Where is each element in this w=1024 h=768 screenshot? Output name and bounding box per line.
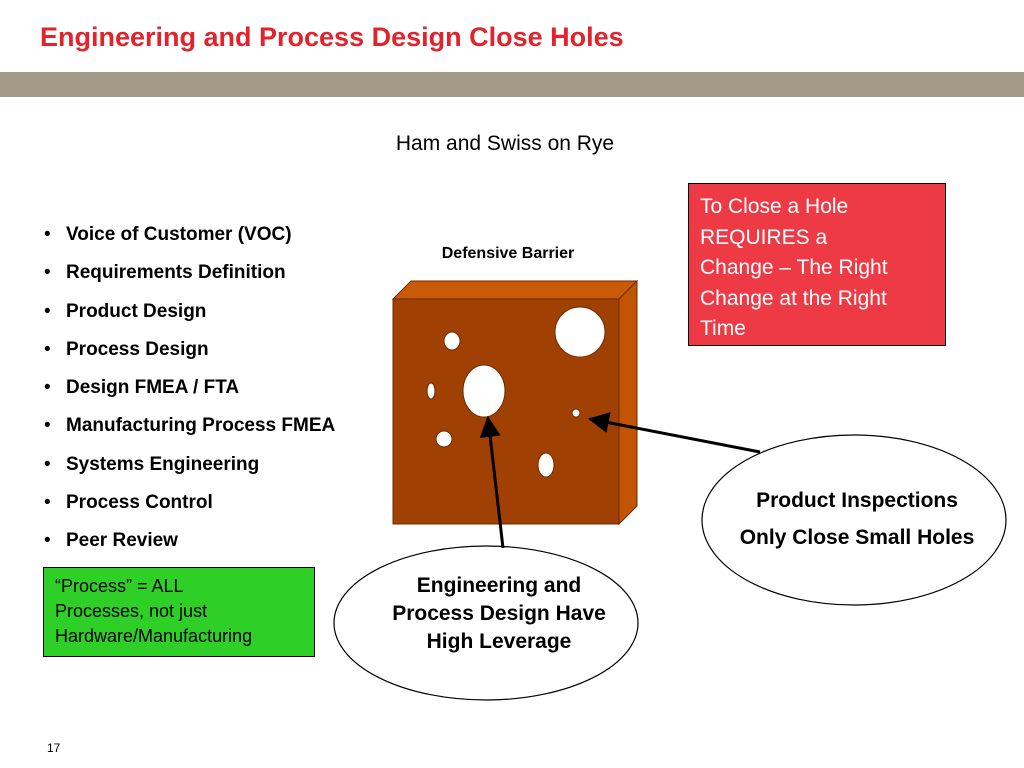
bullet-item: Requirements Definition xyxy=(44,260,335,298)
barrier-hole xyxy=(443,331,461,351)
barrier-hole xyxy=(537,452,555,478)
bullet-list: Voice of Customer (VOC) Requirements Def… xyxy=(44,222,335,567)
title-band xyxy=(0,72,1024,97)
barrier-hole xyxy=(554,306,606,358)
inspection-callout-line: Only Close Small Holes xyxy=(739,526,975,549)
hole-note-line: Change at the Right xyxy=(700,286,887,310)
process-note-line: “Process” = ALL xyxy=(55,576,184,596)
bullet-item: Voice of Customer (VOC) xyxy=(44,222,335,260)
engineering-callout-ellipse xyxy=(333,545,639,701)
barrier-label: Defensive Barrier xyxy=(441,245,575,262)
bullet-item: Manufacturing Process FMEA xyxy=(44,413,335,451)
inspection-callout-ellipse xyxy=(701,434,1007,606)
process-note-line: Hardware/Manufacturing xyxy=(55,626,253,646)
page-number: 17 xyxy=(47,741,61,755)
barrier-top-face xyxy=(391,280,639,300)
barrier-hole xyxy=(426,382,436,400)
inspection-callout-line: Product Inspections xyxy=(756,489,958,512)
engineering-callout-line: Engineering and xyxy=(416,574,582,597)
bullet-item: Process Control xyxy=(44,490,335,528)
engineering-arrow xyxy=(479,415,505,549)
process-note-box: “Process” = ALL Processes, not just Hard… xyxy=(43,567,315,657)
bullet-item: Peer Review xyxy=(44,528,335,566)
process-note-line: Processes, not just xyxy=(55,601,208,621)
barrier-hole xyxy=(462,364,506,418)
inspection-callout-text: Product Inspections Only Close Small Hol… xyxy=(703,482,1011,556)
hole-note-line: Change – The Right xyxy=(700,256,888,279)
bullet-item: Product Design xyxy=(44,299,335,337)
bullet-item: Process Design xyxy=(44,337,335,375)
bullet-item: Systems Engineering xyxy=(44,452,335,490)
engineering-callout-text: Engineering and Process Design Have High… xyxy=(340,572,658,656)
engineering-callout-line: Process Design Have xyxy=(392,602,606,625)
slide-subtitle: Ham and Swiss on Rye xyxy=(395,132,615,155)
barrier-side-face xyxy=(618,279,638,526)
hole-note-line: To Close a Hole xyxy=(700,195,849,218)
slide-title: Engineering and Process Design Close Hol… xyxy=(40,22,624,52)
hole-note-line: REQUIRES a xyxy=(700,225,828,249)
barrier-hole xyxy=(571,408,581,418)
hole-note-line: Time xyxy=(700,317,746,340)
engineering-callout-line: High Leverage xyxy=(426,630,572,653)
bullet-item: Design FMEA / FTA xyxy=(44,375,335,413)
inspection-arrow xyxy=(587,412,761,454)
hole-note-box: To Close a Hole REQUIRES a Change – The … xyxy=(688,183,946,346)
barrier-hole xyxy=(435,430,453,448)
